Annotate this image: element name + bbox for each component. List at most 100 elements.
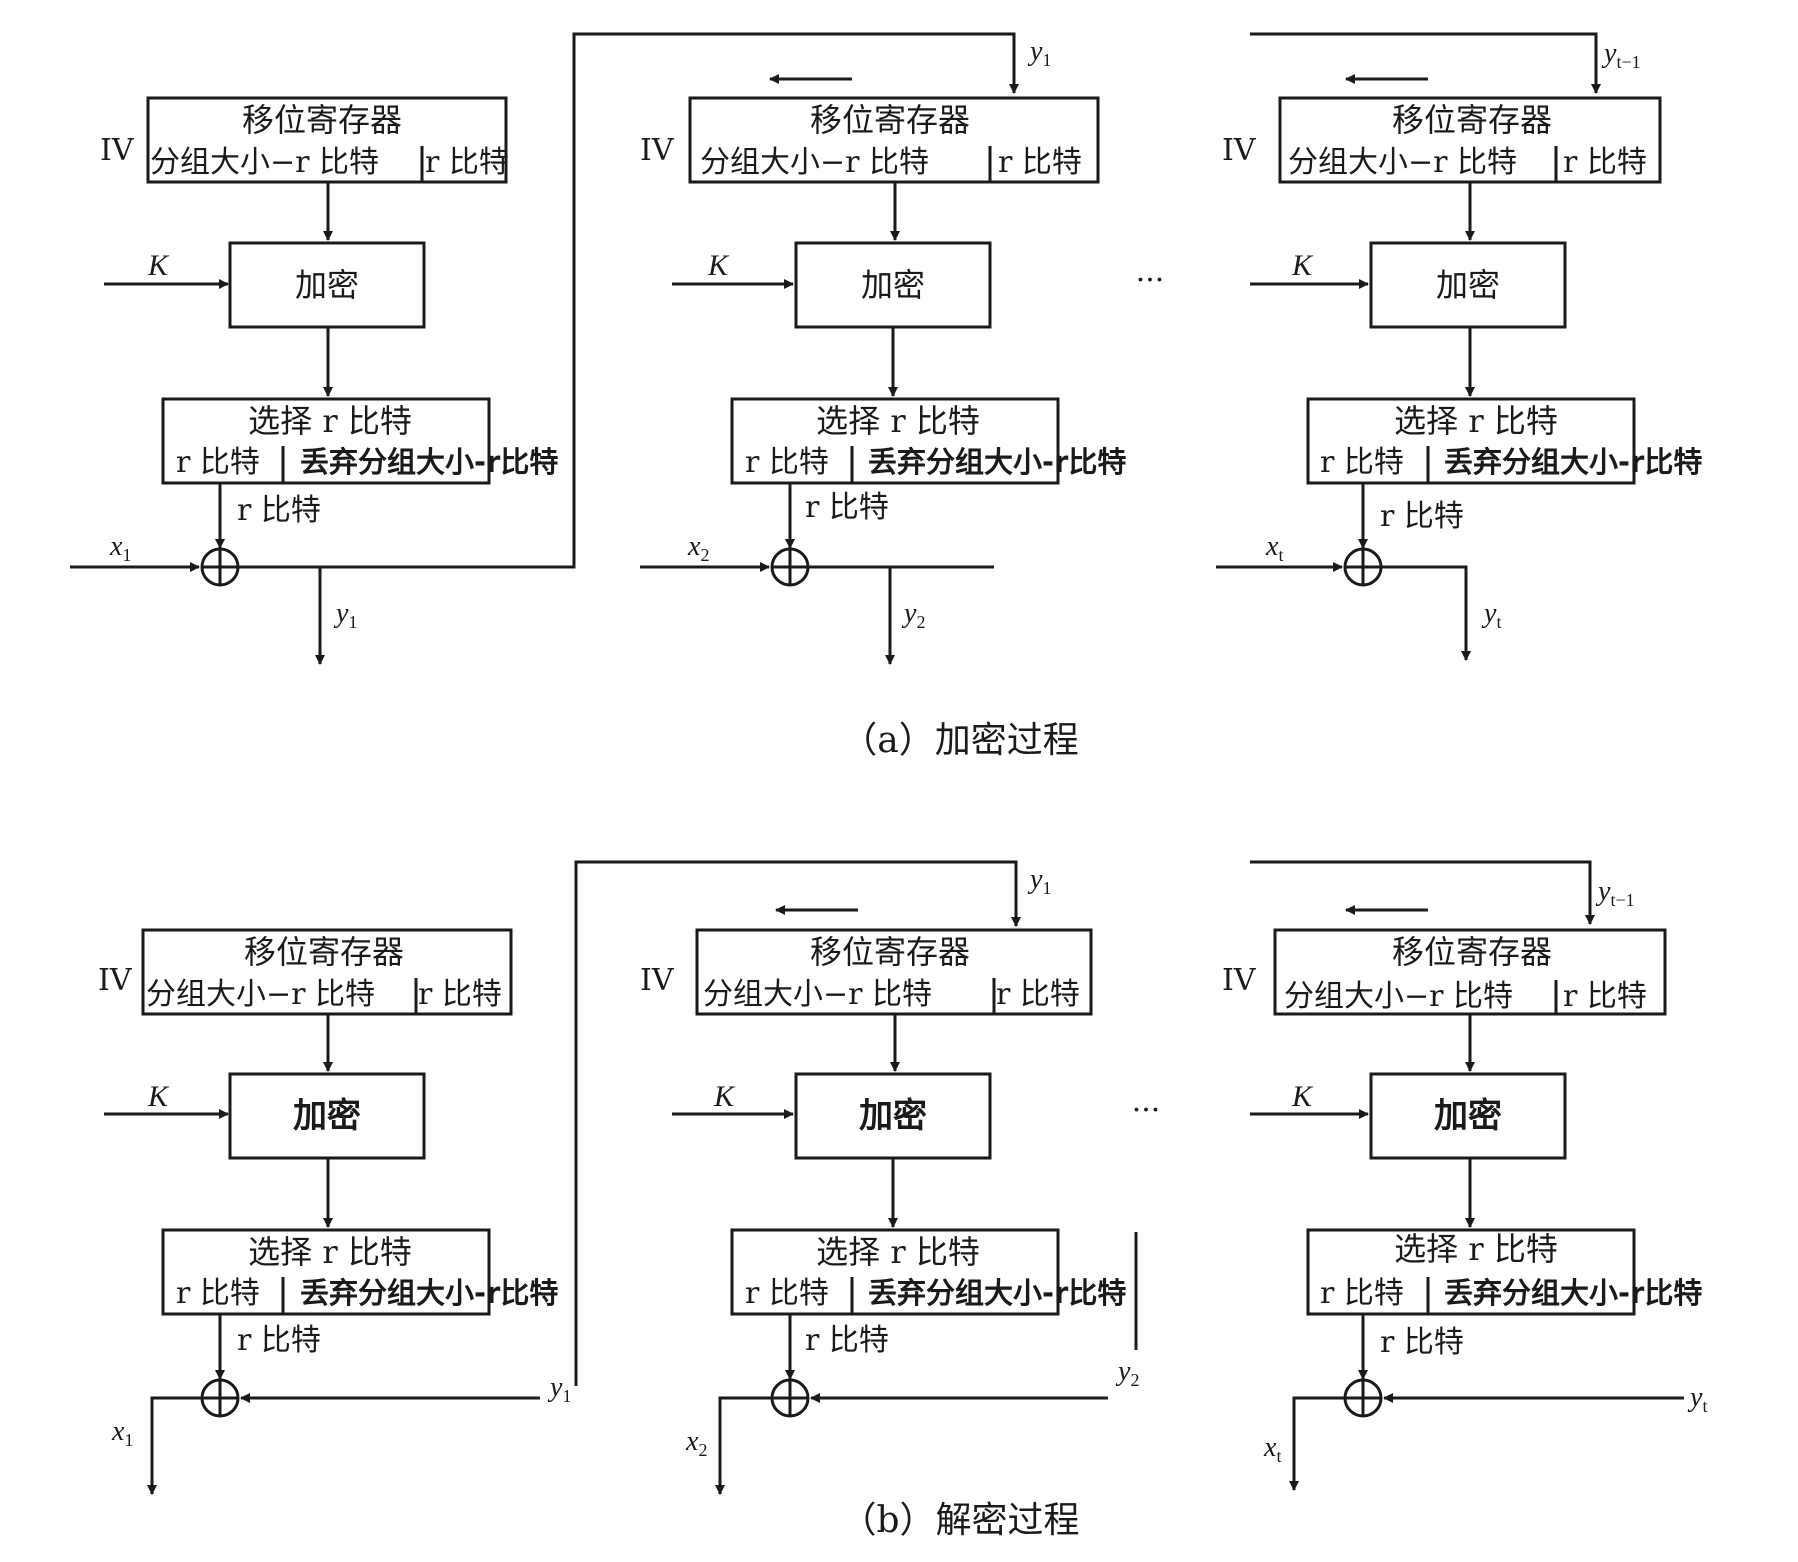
iv-label: IV — [1222, 133, 1257, 168]
discard-label: 丢弃分组大小-r比特 — [300, 445, 558, 479]
select-r-bits-label: r 比特 — [176, 445, 260, 480]
select-box — [730, 1228, 1060, 1316]
ciphertext-arrow — [1381, 565, 1471, 661]
enc-stage-t: yt−1 移位寄存器 分组大小−r 比特 r 比特 IV K 加密 选择 r 比… — [1216, 32, 1702, 661]
block-minus-r-label: 分组大小−r 比特 — [703, 977, 932, 1012]
encrypt-box — [228, 241, 426, 329]
feedback-input-label: y1 — [1027, 864, 1051, 898]
feedback-line — [238, 32, 1019, 569]
shift-register-label: 移位寄存器 — [810, 933, 970, 971]
key-label: K — [147, 249, 170, 282]
iv-label: IV — [1222, 963, 1257, 998]
iv-label: IV — [640, 963, 675, 998]
r-bits-label: r 比特 — [1563, 979, 1647, 1014]
r-bits-label: r 比特 — [998, 145, 1082, 180]
shift-register-box — [695, 928, 1093, 1016]
select-r-bits-label: r 比特 — [176, 1276, 260, 1311]
encrypt-label: 加密 — [293, 1096, 361, 1136]
caption-encryption: （a）加密过程 — [841, 720, 1078, 761]
enc-stage-2: y1 移位寄存器 分组大小−r 比特 r 比特 IV K 加密 选择 r 比特 … — [640, 36, 1126, 665]
select-r-label: 选择 r 比特 — [1394, 1230, 1558, 1268]
shift-register-box — [1273, 928, 1667, 1016]
plaintext-output-arrow — [147, 1396, 202, 1495]
select-r-label: 选择 r 比特 — [248, 1233, 412, 1271]
select-box — [730, 397, 1060, 485]
select-r-label: 选择 r 比特 — [816, 402, 980, 440]
r-bits-label: r 比特 — [418, 977, 502, 1012]
iv-label: IV — [100, 133, 135, 168]
r-bits-out-label: r 比特 — [805, 1323, 889, 1358]
dec-stage-2: y1 移位寄存器 分组大小−r 比特 r 比特 IV K 加密 选择 r 比特 … — [640, 864, 1139, 1495]
key-label: K — [707, 249, 730, 282]
key-label: K — [713, 1080, 736, 1113]
block-minus-r-label: 分组大小−r 比特 — [700, 145, 929, 180]
ciphertext-label: yt — [1481, 598, 1501, 632]
encrypt-box — [1369, 1072, 1567, 1160]
discard-label: 丢弃分组大小-r比特 — [868, 1276, 1126, 1310]
ellipsis: ··· — [1132, 1093, 1161, 1128]
select-r-bits-label: r 比特 — [1320, 445, 1404, 480]
r-bits-out-label: r 比特 — [237, 493, 321, 528]
plaintext-label: x1 — [111, 1416, 133, 1450]
ciphertext-label: y2 — [1115, 1356, 1139, 1390]
plaintext-output-arrow — [1289, 1396, 1345, 1491]
ciphertext-label: yt — [1687, 1382, 1707, 1416]
encrypt-label: 加密 — [861, 266, 925, 304]
shift-register-label: 移位寄存器 — [810, 101, 970, 139]
feedback-input-label: yt−1 — [1595, 876, 1635, 910]
caption-decryption: （b）解密过程 — [840, 1500, 1079, 1541]
encrypt-box — [794, 241, 992, 329]
select-r-label: 选择 r 比特 — [816, 1233, 980, 1271]
plaintext-label: x1 — [109, 531, 131, 565]
r-bits-label: r 比特 — [1563, 145, 1647, 180]
select-r-bits-label: r 比特 — [745, 445, 829, 480]
shift-register-box — [141, 928, 513, 1016]
dec-stage-1: 移位寄存器 分组大小−r 比特 r 比特 IV K 加密 选择 r 比特 r 比… — [98, 860, 1021, 1495]
r-bits-label: r 比特 — [996, 977, 1080, 1012]
encrypt-label: 加密 — [859, 1096, 927, 1136]
feedback-input-label: y1 — [1027, 36, 1051, 70]
block-minus-r-label: 分组大小−r 比特 — [146, 977, 375, 1012]
feedback-input-label: yt−1 — [1601, 38, 1641, 72]
plaintext-output-arrow — [715, 1396, 772, 1495]
plaintext-label: x2 — [685, 1426, 707, 1460]
iv-label: IV — [98, 963, 133, 998]
block-minus-r-label: 分组大小−r 比特 — [1284, 979, 1513, 1014]
block-minus-r-label: 分组大小−r 比特 — [1288, 145, 1517, 180]
select-box — [161, 1228, 491, 1316]
enc-stage-1: 移位寄存器 分组大小−r 比特 r 比特 IV K 加密 选择 r 比特 r 比… — [70, 32, 1019, 665]
feedback-line — [1250, 32, 1601, 94]
r-bits-label: r 比特 — [425, 145, 509, 180]
r-bits-out-label: r 比特 — [1380, 1325, 1464, 1360]
shift-register-label: 移位寄存器 — [242, 101, 402, 139]
encrypt-box — [1369, 241, 1567, 329]
dec-stage-t: yt−1 移位寄存器 分组大小−r 比特 r 比特 IV K 加密 选择 r 比… — [1222, 860, 1707, 1491]
select-r-bits-label: r 比特 — [1320, 1276, 1404, 1311]
select-r-bits-label: r 比特 — [745, 1276, 829, 1311]
feedback-line — [574, 860, 1021, 1386]
ellipsis: ··· — [1136, 263, 1165, 298]
discard-label: 丢弃分组大小-r比特 — [868, 445, 1126, 479]
ciphertext-label: y1 — [333, 598, 357, 632]
ciphertext-label: y2 — [901, 598, 925, 632]
key-label: K — [1291, 1080, 1314, 1113]
select-r-label: 选择 r 比特 — [1394, 402, 1558, 440]
r-bits-out-label: r 比特 — [805, 490, 889, 525]
select-box — [1306, 397, 1636, 485]
r-bits-out-label: r 比特 — [237, 1323, 321, 1358]
encryption-section: 移位寄存器 分组大小−r 比特 r 比特 IV K 加密 选择 r 比特 r 比… — [70, 32, 1702, 761]
ciphertext-label: y1 — [547, 1372, 571, 1406]
select-box — [161, 397, 491, 485]
iv-label: IV — [640, 133, 675, 168]
encrypt-label: 加密 — [1434, 1096, 1502, 1136]
key-label: K — [1291, 249, 1314, 282]
shift-register-box — [1278, 96, 1662, 184]
select-r-label: 选择 r 比特 — [248, 402, 412, 440]
feedback-line — [1250, 860, 1595, 925]
shift-register-label: 移位寄存器 — [1392, 933, 1552, 971]
block-minus-r-label: 分组大小−r 比特 — [150, 145, 379, 180]
select-box — [1306, 1228, 1636, 1316]
encrypt-box — [228, 1072, 426, 1160]
r-bits-out-label: r 比特 — [1380, 499, 1464, 534]
